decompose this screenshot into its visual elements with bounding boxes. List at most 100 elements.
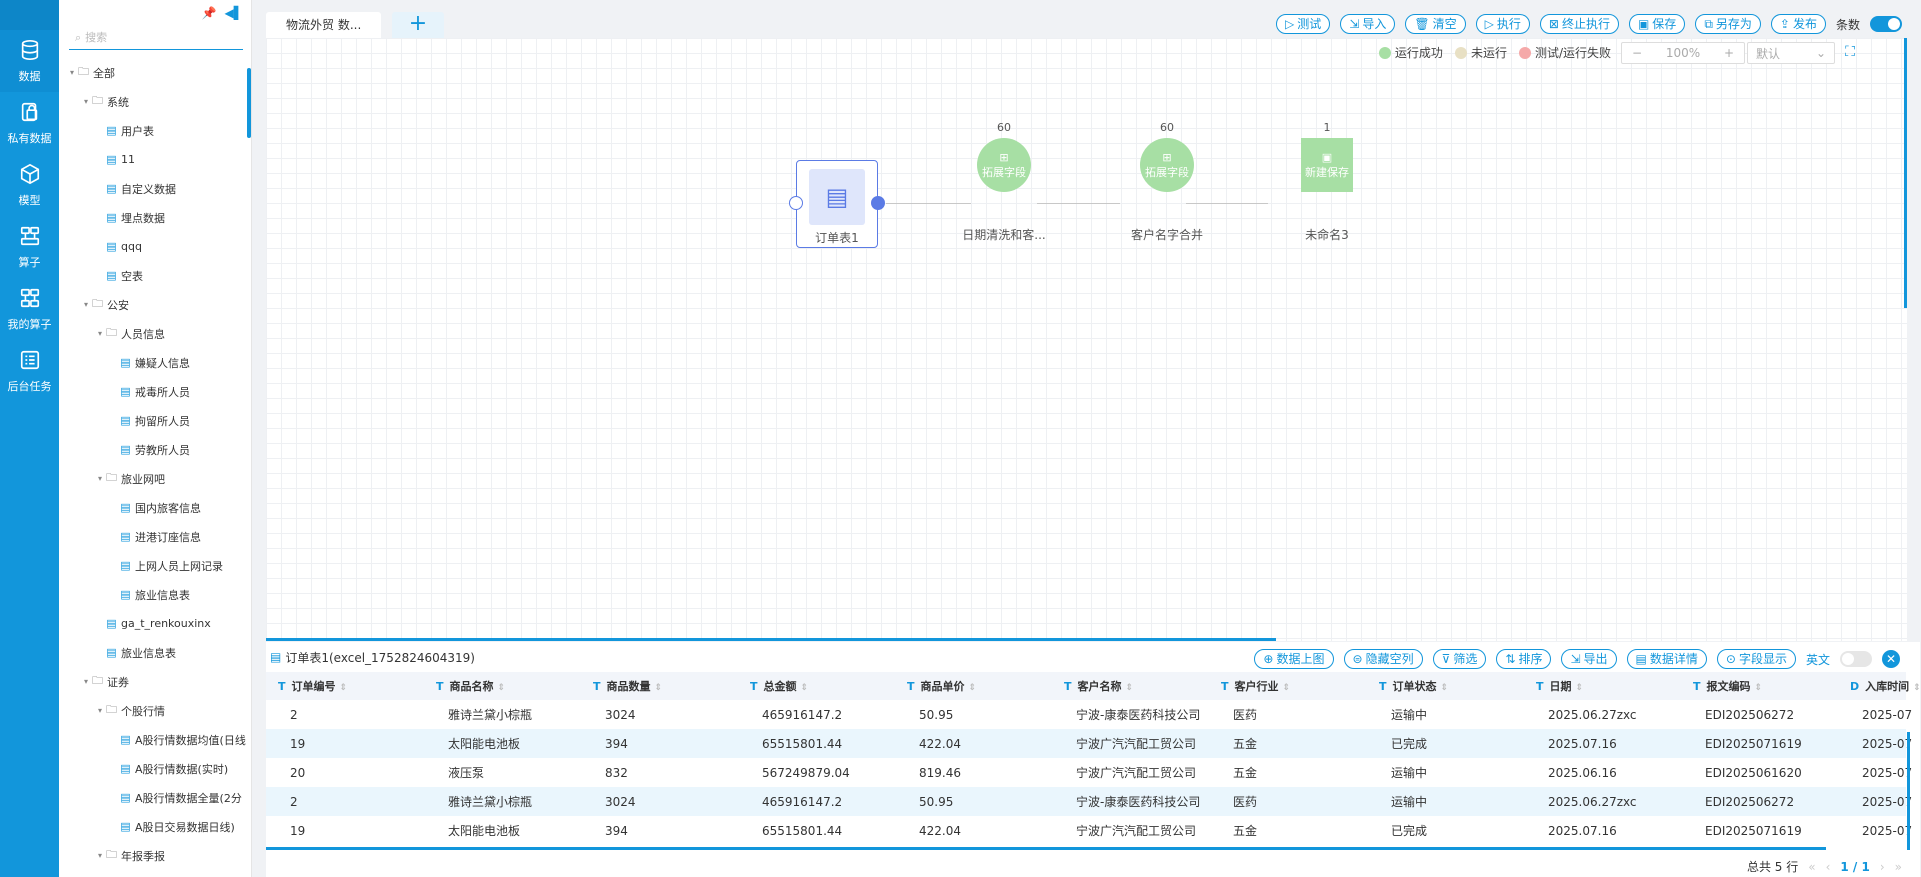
table-vertical-scrollbar[interactable]: [1907, 732, 1910, 850]
tree-item[interactable]: ▤旅业信息表: [59, 580, 251, 609]
caret-down-icon[interactable]: ▾: [97, 851, 102, 860]
tree-folder[interactable]: ▾🗀证券: [59, 667, 251, 696]
sort-icon[interactable]: ⇕: [800, 683, 809, 693]
rail-item-3[interactable]: 算子: [0, 216, 59, 278]
tree-folder[interactable]: ▾🗀旅业网吧: [59, 464, 251, 493]
tree-item[interactable]: ▤空表: [59, 261, 251, 290]
tree-item[interactable]: ▤旅业信息表: [59, 638, 251, 667]
toolbar-button-0[interactable]: ▷测试: [1276, 14, 1331, 34]
sort-icon[interactable]: ⇕: [1282, 683, 1291, 693]
rail-item-4[interactable]: 我的算子: [0, 278, 59, 340]
rail-item-1[interactable]: 私有数据: [0, 92, 59, 154]
sort-icon[interactable]: ⇕: [1575, 683, 1584, 693]
tree-item[interactable]: ▤ga_t_renkouxinx: [59, 609, 251, 638]
tree-search-input[interactable]: [85, 31, 236, 44]
sort-icon[interactable]: ⇕: [654, 683, 663, 693]
rail-item-2[interactable]: 模型: [0, 154, 59, 216]
tree-item[interactable]: ▤自定义数据: [59, 174, 251, 203]
tab-logistics[interactable]: 物流外贸 数...: [266, 12, 382, 38]
toolbar-button-3[interactable]: ▷执行: [1475, 14, 1530, 34]
tree-item[interactable]: ▤上网人员上网记录: [59, 551, 251, 580]
panel-button-0[interactable]: ⊕数据上图: [1254, 649, 1334, 669]
tree-item[interactable]: ▤嫌疑人信息: [59, 348, 251, 377]
tree-folder[interactable]: ▾🗀公安: [59, 290, 251, 319]
panel-button-2[interactable]: ⊽筛选: [1432, 649, 1487, 669]
input-port[interactable]: [789, 196, 803, 210]
toolbar-button-7[interactable]: ⇪发布: [1770, 14, 1826, 34]
sort-icon[interactable]: ⇕: [1440, 683, 1449, 693]
output-port[interactable]: [871, 196, 885, 210]
canvas-horizontal-scrollbar[interactable]: [266, 638, 1276, 641]
sort-icon[interactable]: ⇕: [968, 683, 977, 693]
caret-down-icon[interactable]: ▾: [69, 68, 74, 77]
zoom-control[interactable]: − 100% +: [1621, 42, 1745, 64]
flow-node-expand-1[interactable]: ⊞ 拓展字段: [977, 138, 1031, 192]
rail-item-5[interactable]: 后台任务: [0, 340, 59, 402]
flow-node-expand-2[interactable]: ⊞ 拓展字段: [1140, 138, 1194, 192]
tree-item[interactable]: ▤A股日交易数据日线): [59, 812, 251, 841]
tree-item[interactable]: ▤A股行情数据(实时): [59, 754, 251, 783]
panel-button-1[interactable]: ⊜隐藏空列: [1343, 649, 1423, 669]
panel-button-6[interactable]: ⊙字段显示: [1716, 649, 1796, 669]
first-page-icon[interactable]: «: [1808, 859, 1816, 874]
tree-item[interactable]: ▤戒毒所人员: [59, 377, 251, 406]
flow-canvas[interactable]: 运行成功未运行测试/运行失败 − 100% + 默认 ⌄ ⛶ ▤ 订单表1 60…: [266, 38, 1907, 641]
pin-icon[interactable]: 📌: [201, 6, 217, 20]
zoom-out-button[interactable]: −: [1632, 46, 1643, 60]
caret-down-icon[interactable]: ▾: [83, 97, 88, 106]
toolbar-button-1[interactable]: ⇲导入: [1340, 14, 1396, 34]
tree-folder[interactable]: ▾🗀人员信息: [59, 319, 251, 348]
collapse-panel-icon[interactable]: ◀▌: [224, 6, 243, 20]
last-page-icon[interactable]: »: [1894, 859, 1902, 874]
caret-down-icon[interactable]: ▾: [97, 706, 102, 715]
panel-button-5[interactable]: ▤数据详情: [1626, 649, 1707, 669]
add-tab-button[interactable]: +: [392, 12, 444, 38]
tree-item[interactable]: ▤qqq: [59, 232, 251, 261]
panel-button-3[interactable]: ⇅排序: [1496, 649, 1552, 669]
sort-icon[interactable]: ⇕: [1754, 683, 1763, 693]
toolbar-button-2[interactable]: 🗑清空: [1405, 14, 1466, 34]
toolbar-button-4[interactable]: ⊠终止执行: [1539, 14, 1619, 34]
sort-icon[interactable]: ⇕: [339, 683, 348, 693]
tree-item[interactable]: ▤埋点数据: [59, 203, 251, 232]
zoom-in-button[interactable]: +: [1723, 46, 1734, 60]
tree-item[interactable]: ▤劳教所人员: [59, 435, 251, 464]
tree-item[interactable]: ▤11: [59, 145, 251, 174]
flow-node-source[interactable]: ▤ 订单表1: [796, 160, 878, 248]
toolbar-button-6[interactable]: ⧉另存为: [1695, 14, 1761, 34]
canvas-vertical-scrollbar[interactable]: [1904, 38, 1907, 308]
tree-item[interactable]: ▤国内旅客信息: [59, 493, 251, 522]
row-count-toggle[interactable]: [1870, 16, 1902, 32]
rail-item-0[interactable]: 数据: [0, 30, 59, 92]
tree-scrollbar[interactable]: [247, 68, 251, 138]
table-horizontal-scrollbar[interactable]: [266, 847, 1826, 850]
panel-button-4[interactable]: ⇲导出: [1561, 649, 1617, 669]
tree-folder[interactable]: ▾🗀全部: [59, 58, 251, 87]
caret-down-icon[interactable]: ▾: [97, 474, 102, 483]
tree-item[interactable]: ▤A股行情数据全量(2分: [59, 783, 251, 812]
tree-item[interactable]: ▤拘留所人员: [59, 406, 251, 435]
caret-down-icon[interactable]: ▾: [83, 677, 88, 686]
sort-icon[interactable]: ⇕: [1913, 683, 1921, 693]
fit-screen-icon[interactable]: ⛶: [1845, 44, 1855, 60]
tree-folder[interactable]: ▾🗀个股行情: [59, 696, 251, 725]
tree-item[interactable]: ▤用户表: [59, 116, 251, 145]
layout-scheme-select[interactable]: 默认 ⌄: [1747, 42, 1835, 64]
tree-folder[interactable]: ▾🗀系统: [59, 87, 251, 116]
next-page-icon[interactable]: ›: [1879, 859, 1885, 874]
caret-down-icon[interactable]: ▾: [97, 329, 102, 338]
flow-node-save[interactable]: ▣ 新建保存: [1301, 138, 1353, 192]
sort-icon[interactable]: ⇕: [1125, 683, 1134, 693]
